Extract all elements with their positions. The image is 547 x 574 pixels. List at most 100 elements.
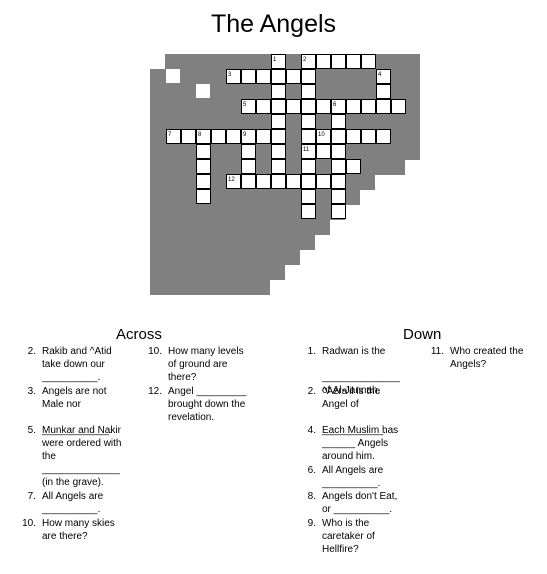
across-heading: Across xyxy=(116,326,162,343)
grid-cell[interactable] xyxy=(211,129,226,144)
cell-number: 5 xyxy=(243,102,247,108)
grid-cell[interactable] xyxy=(346,99,361,114)
grid-cell[interactable] xyxy=(196,159,211,174)
grid-cell[interactable] xyxy=(301,174,316,189)
grid-cell[interactable] xyxy=(376,99,391,114)
grid-cell[interactable] xyxy=(346,54,361,69)
grid-cell[interactable] xyxy=(331,144,346,159)
grid-cell[interactable] xyxy=(316,54,331,69)
clue-text: Radwan is the ______________ of Al-Janna… xyxy=(322,346,400,396)
puzzle-title: The Angels xyxy=(210,10,337,38)
grid-cell[interactable] xyxy=(331,174,346,189)
grid-cell[interactable] xyxy=(376,129,391,144)
grid-cell[interactable] xyxy=(196,174,211,189)
grid-cell[interactable] xyxy=(301,204,316,219)
clue-text: All Angels are __________. xyxy=(42,491,104,515)
grid-cell[interactable] xyxy=(301,129,316,144)
grid-cell[interactable] xyxy=(301,159,316,174)
clue-text: Angel _________ brought down the revelat… xyxy=(168,386,247,423)
grid-cell[interactable] xyxy=(241,159,256,174)
grid-cell[interactable] xyxy=(196,189,211,204)
grid-hole xyxy=(166,69,180,83)
grid-cell[interactable] xyxy=(331,159,346,174)
grid-cell[interactable] xyxy=(196,144,211,159)
grid-cell[interactable] xyxy=(301,99,316,114)
clue-text: Who is the caretaker of Hellfire? xyxy=(322,518,375,555)
grid-cell[interactable] xyxy=(301,114,316,129)
grid-cell[interactable] xyxy=(271,84,286,99)
grid-cell[interactable] xyxy=(286,174,301,189)
clue-number: 6. xyxy=(307,465,316,476)
down-heading: Down xyxy=(403,326,442,343)
grid-cell[interactable] xyxy=(361,129,376,144)
grid-cell[interactable] xyxy=(271,129,286,144)
grid-cell[interactable] xyxy=(316,144,331,159)
grid-cell[interactable] xyxy=(226,129,241,144)
grid-cell[interactable] xyxy=(241,69,256,84)
clue-number: 9. xyxy=(307,518,316,529)
clue-number: 8. xyxy=(307,491,316,502)
clue-number: 10. xyxy=(148,346,162,357)
grid-cell[interactable] xyxy=(331,114,346,129)
grid-cell[interactable] xyxy=(271,54,286,69)
grid-cell[interactable] xyxy=(271,69,286,84)
clue-text: Rakib and ^Atid take down our __________… xyxy=(42,346,112,383)
clue-text: How many skies are there? xyxy=(42,518,115,542)
grid-cell[interactable] xyxy=(226,174,241,189)
grid-cell[interactable] xyxy=(166,129,181,144)
grid-cell[interactable] xyxy=(316,174,331,189)
clue-number: 2. xyxy=(307,386,316,397)
cell-number: 12 xyxy=(228,177,235,183)
grid-cell[interactable] xyxy=(196,129,211,144)
grid-cell[interactable] xyxy=(331,204,346,219)
grid-cell[interactable] xyxy=(391,99,406,114)
grid-cell[interactable] xyxy=(331,189,346,204)
grid-cell[interactable] xyxy=(331,129,346,144)
grid-cell[interactable] xyxy=(256,129,271,144)
grid-cell[interactable] xyxy=(286,99,301,114)
grid-cell[interactable] xyxy=(241,99,256,114)
clue-number: 3. xyxy=(27,386,36,397)
clue-text: Angels don't Eat, or __________. xyxy=(322,491,398,515)
grid-cell[interactable] xyxy=(256,99,271,114)
grid-cell[interactable] xyxy=(241,144,256,159)
cell-number: 8 xyxy=(198,132,202,138)
grid-cell[interactable] xyxy=(181,129,196,144)
grid-cell[interactable] xyxy=(301,69,316,84)
grid-cell[interactable] xyxy=(331,99,346,114)
grid-cell[interactable] xyxy=(271,174,286,189)
clue-text: ^Azra'il is the Angel of ___________. xyxy=(322,386,386,436)
grid-cell[interactable] xyxy=(256,69,271,84)
grid-cell[interactable] xyxy=(316,129,331,144)
grid-cell[interactable] xyxy=(286,69,301,84)
cell-number: 9 xyxy=(243,132,247,138)
clue-number: 4. xyxy=(307,425,316,436)
grid-cell[interactable] xyxy=(376,84,391,99)
grid-cell[interactable] xyxy=(361,99,376,114)
clue-text: How many levels of ground are there? xyxy=(168,346,244,383)
grid-cell[interactable] xyxy=(226,69,241,84)
grid-cell[interactable] xyxy=(271,159,286,174)
grid-cell[interactable] xyxy=(301,189,316,204)
grid-cell[interactable] xyxy=(301,84,316,99)
grid-cell[interactable] xyxy=(301,144,316,159)
grid-cell[interactable] xyxy=(271,99,286,114)
grid-cell[interactable] xyxy=(241,174,256,189)
grid-cell[interactable] xyxy=(376,69,391,84)
clue-number: 12. xyxy=(148,386,162,397)
clue-number: 7. xyxy=(27,491,36,502)
grid-cell[interactable] xyxy=(301,54,316,69)
clue-text: Munkar and Nakir were ordered with the _… xyxy=(42,425,122,488)
grid-cell[interactable] xyxy=(346,129,361,144)
grid-cell[interactable] xyxy=(346,159,361,174)
clue-number: 2. xyxy=(27,346,36,357)
grid-cell[interactable] xyxy=(331,54,346,69)
grid-cell[interactable] xyxy=(316,99,331,114)
grid-cell[interactable] xyxy=(271,114,286,129)
clue-number: 11. xyxy=(430,346,444,357)
grid-cell[interactable] xyxy=(271,144,286,159)
grid-cell[interactable] xyxy=(241,129,256,144)
grid-cell[interactable] xyxy=(361,54,376,69)
grid-cell[interactable] xyxy=(256,174,271,189)
